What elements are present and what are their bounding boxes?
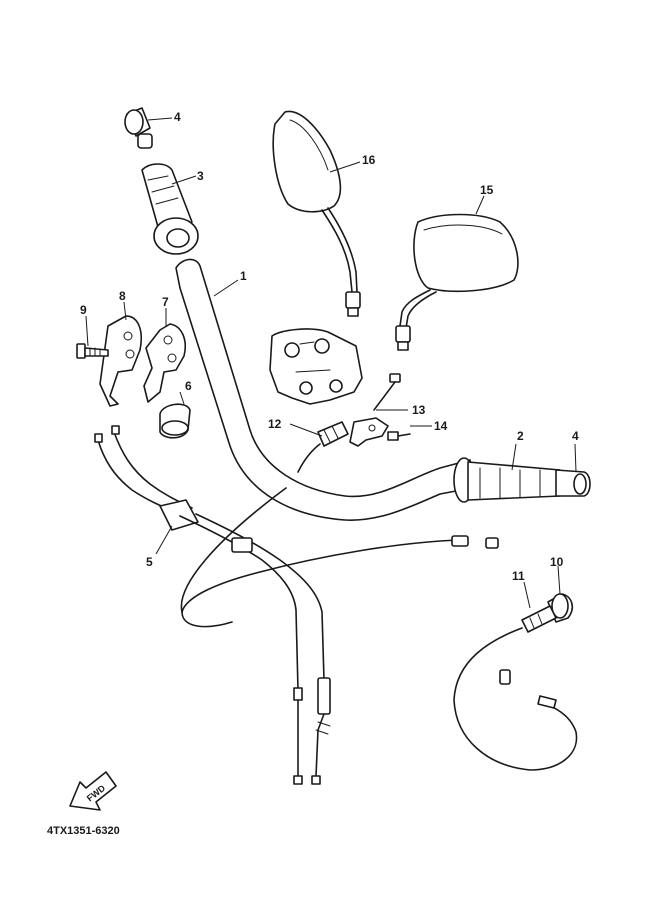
- callout-8: 8: [119, 289, 126, 303]
- grip-right: [453, 457, 561, 503]
- mirror-right: [395, 213, 519, 351]
- callout-2: 2: [517, 429, 524, 443]
- callout-13: 13: [412, 403, 426, 417]
- callout-5: 6: [185, 379, 192, 393]
- switch-housing-lower: [143, 323, 186, 403]
- handlebar-holder: [269, 328, 363, 405]
- callout-16: 16: [362, 153, 376, 167]
- callout-4-right: 4: [572, 429, 579, 443]
- throttle-grip: [141, 163, 199, 255]
- cable-bracket: [349, 417, 389, 447]
- screw-14: [387, 431, 411, 441]
- clutch-cable: [180, 487, 499, 628]
- callout-3: 3: [197, 169, 204, 183]
- callout-11: 11: [512, 569, 525, 583]
- callout-1: 1: [240, 269, 247, 283]
- grip-end-top: [124, 107, 153, 149]
- callout-9: 9: [80, 303, 87, 317]
- mirror-left: [272, 110, 361, 317]
- holder-bolt: [373, 373, 401, 411]
- starter-cable: [453, 605, 578, 771]
- cable-adjuster: [297, 421, 349, 473]
- callout-4-top: 4: [174, 110, 181, 124]
- throttle-cable: [94, 425, 331, 785]
- leader-lines: [85, 117, 577, 609]
- handlebar: [175, 258, 473, 521]
- collar: [159, 403, 191, 439]
- callout-10: 10: [550, 555, 564, 569]
- callout-14: 14: [434, 419, 448, 433]
- callout-6: 5: [146, 555, 153, 569]
- callout-15: 15: [480, 183, 494, 197]
- callout-12: 12: [268, 417, 282, 431]
- diagram-code: 4TX1351-6320: [47, 825, 120, 837]
- grip-end-right: [555, 469, 591, 497]
- screw-9: [76, 343, 109, 359]
- switch-housing-upper: [99, 315, 142, 407]
- fwd-arrow: FWD: [69, 771, 117, 811]
- callout-7: 7: [162, 295, 169, 309]
